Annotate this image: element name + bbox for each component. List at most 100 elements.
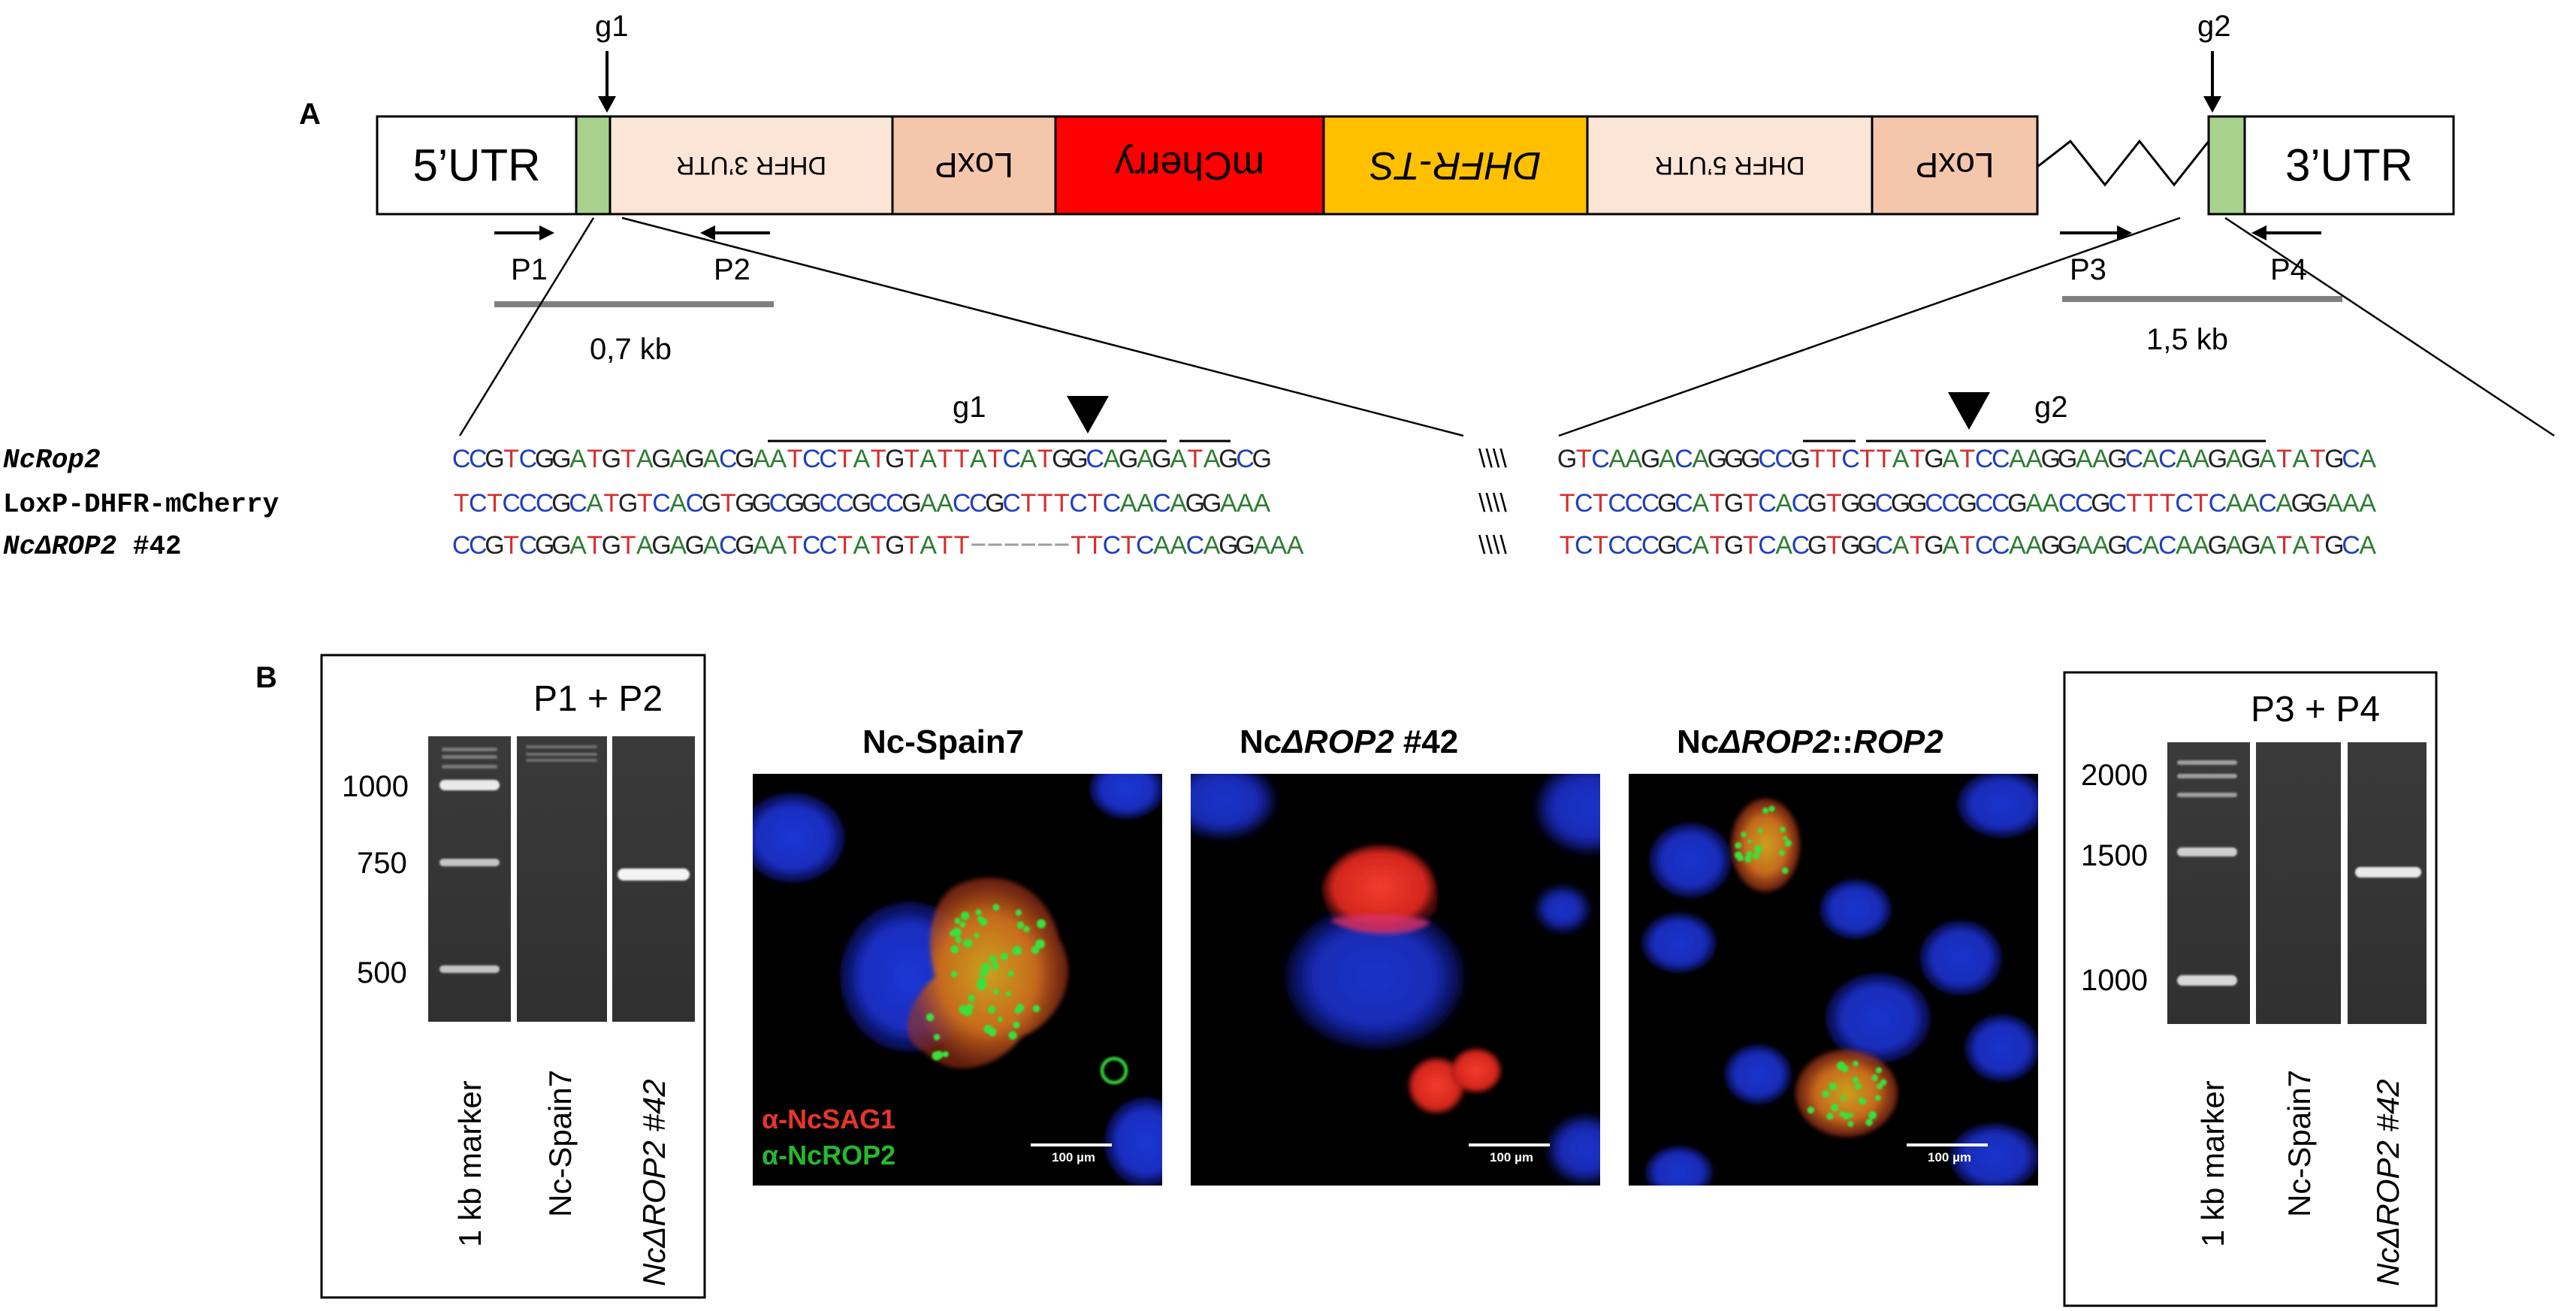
seq-base: G (1807, 489, 1827, 518)
construct-label-6: DHFR 5’UTR (1654, 151, 1804, 180)
micrograph-title-spain7: Nc-Spain7 (862, 723, 1024, 760)
seq-base: A (2025, 531, 2043, 560)
micrograph-title-ko42-rest: #42 (1394, 723, 1459, 760)
seq-base: A (669, 531, 687, 560)
seq-base: T (954, 445, 970, 473)
seq-base: A (1775, 489, 1792, 518)
construct-segment-3 (891, 115, 1057, 216)
gel-left-marker-750: 750 (357, 847, 407, 880)
rop2-punctum (992, 904, 1000, 911)
seq-base: T (2143, 489, 2159, 518)
construct-label-3: LoxP (935, 146, 1013, 185)
scale-bar-label-1: 100 µm (1052, 1150, 1095, 1164)
gel-right-lane-ko (2348, 742, 2427, 1024)
seq-base: T (487, 489, 503, 518)
stain-legend-green: α-NcROP2 (762, 1140, 895, 1171)
rop2-punctum (1831, 1103, 1839, 1112)
rop2-punctum (1852, 1077, 1859, 1083)
seq-base: G (1724, 531, 1744, 560)
rop2-punctum (1032, 947, 1040, 954)
construct-label-0: 5’UTR (412, 140, 540, 191)
seq-base: G (1924, 445, 1943, 473)
rop2-punctum (1847, 1121, 1854, 1128)
seq-base: A (586, 489, 603, 518)
seq-base: T (1710, 489, 1726, 518)
construct-segment-1 (575, 115, 612, 216)
seq-base: T (787, 445, 803, 473)
panel-a-label: A (299, 98, 321, 131)
rop2-punctum (1854, 1083, 1862, 1090)
seq-base: C (519, 445, 538, 473)
seq-base: A (1626, 445, 1643, 473)
seq-base: T (587, 531, 602, 560)
amplicon-left: 0,7 kb (494, 301, 774, 366)
seq-base: C (1103, 489, 1122, 518)
rop2-punctum (965, 1004, 973, 1011)
micrograph-title-ko42-pre: Nc (1240, 723, 1282, 760)
seq-base: C (519, 531, 538, 560)
seq-base: T (2193, 489, 2209, 518)
seq-base: T (2310, 531, 2326, 560)
seq-base: A (1692, 489, 1709, 518)
seq-base: A (1692, 531, 1709, 560)
rop2-punctum (1016, 1004, 1025, 1012)
seq-base: A (2276, 489, 2293, 518)
seq-base: G (685, 445, 705, 473)
seq-name-loxp: LoxP-DHFR-mCherry (3, 489, 279, 520)
seq-base: G (885, 531, 904, 560)
seq-base: C (1758, 531, 1777, 560)
seq-base: G (551, 445, 571, 473)
stain-legend-red: α-NcSAG1 (762, 1104, 895, 1134)
seq-base: C (2158, 445, 2177, 473)
gel-left-lane-wt (517, 736, 607, 1022)
seq-base: A (853, 531, 871, 560)
seq-base: T (637, 489, 653, 518)
seq-base: A (1203, 531, 1221, 560)
zoom-line-1 (458, 217, 595, 436)
rop2-punctum (989, 955, 997, 963)
rop2-punctum (1780, 826, 1786, 832)
seq-base: A (2359, 489, 2376, 518)
gel-right-lane-label-ko: NcΔROP2 #42 (2370, 1079, 2405, 1286)
seq-base: C (969, 489, 988, 518)
seq-base: T (1037, 445, 1053, 473)
seq-base: C (769, 489, 788, 518)
seq-base: C (1925, 489, 1943, 518)
seq-base: A (770, 531, 787, 560)
seq-base: G (2041, 445, 2061, 473)
seq-base: T (1910, 531, 1925, 560)
seq-base: C (953, 489, 971, 518)
rop2-punctum (977, 916, 984, 923)
seq-base: C (1774, 445, 1793, 473)
micrograph-title-ko42-italic: ΔROP2 (1280, 723, 1394, 760)
seq-base: T (787, 531, 803, 560)
seq-base: G (2324, 531, 2344, 560)
seq-base: C (469, 531, 488, 560)
seq-base: A (920, 531, 937, 560)
rop2-punctum (979, 969, 988, 978)
seq-base: C (469, 489, 488, 518)
seq-base: A (2293, 531, 2310, 560)
primer-p2: P2 (700, 225, 770, 286)
seq-base: T (1560, 531, 1575, 560)
seq-base: C (1608, 531, 1626, 560)
seq-base: G (1119, 445, 1138, 473)
gel-left-marker-band-750 (439, 859, 500, 866)
zoom-line-3 (1558, 216, 2181, 437)
seq-base: C (869, 489, 888, 518)
seq-base: A (2092, 531, 2109, 560)
seq-base: T (604, 489, 620, 518)
rop2-punctum (1841, 1095, 1846, 1101)
seq-base: A (937, 489, 954, 518)
seq-base: A (1237, 489, 1254, 518)
seq-base: G (602, 445, 621, 473)
seq-base: G (985, 489, 1004, 518)
seq-base: G (485, 531, 504, 560)
seq-base: A (2359, 531, 2376, 560)
seq-base: G (852, 489, 871, 518)
seq-base: A (2143, 531, 2160, 560)
amplicon-right: 1,5 kb (2062, 296, 2342, 356)
seq-base: C (1792, 531, 1810, 560)
rop2-punctum (959, 1004, 968, 1014)
